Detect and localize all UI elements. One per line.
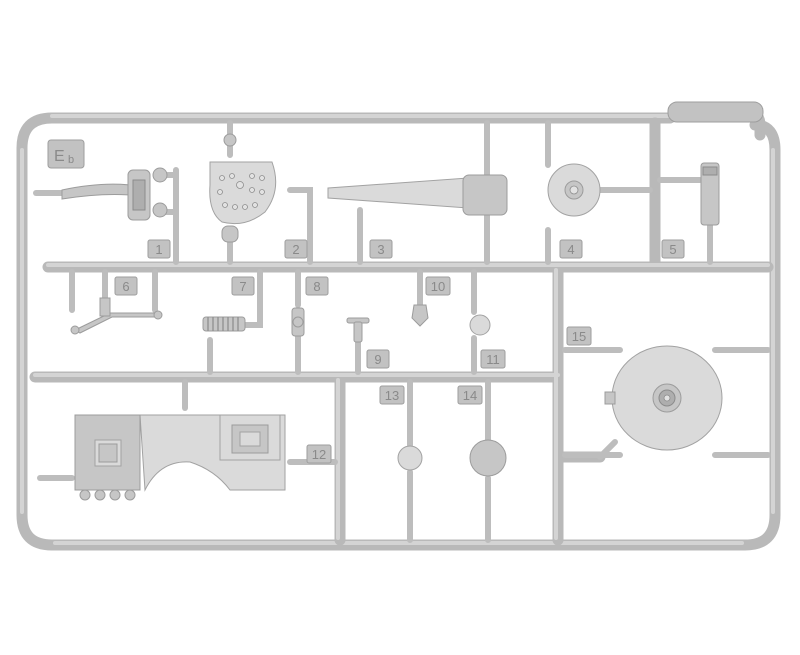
part-number-13: 13 [385,388,399,403]
sprue-code-label: E b [47,139,85,169]
part-13-ball [397,445,423,471]
part-number-2: 2 [292,242,299,257]
sprue-gates [33,120,771,543]
part-3-horn [327,174,508,216]
part-11-knob [469,314,491,336]
part-number-11: 11 [486,352,500,367]
part-number-6: 6 [122,279,129,294]
sprue-code-suffix: b [68,154,74,166]
part-number-8: 8 [313,279,320,294]
part-9-tap [346,317,370,343]
part-5-cylinder [700,162,720,226]
part-10-nozzle [411,304,429,327]
part-number-1: 1 [155,242,162,257]
part-number-7: 7 [239,279,246,294]
part-number-9: 9 [374,352,381,367]
sprue-outer-frame [16,101,781,551]
part-number-tags: 1 2 3 4 5 6 7 8 9 10 11 12 13 14 15 [114,239,685,464]
part-number-15: 15 [572,329,586,344]
part-number-5: 5 [669,242,676,257]
part-2-seat [209,133,277,243]
part-4-dome [547,163,601,217]
part-number-10: 10 [431,279,445,294]
part-8-valve [291,307,305,337]
part-12-plate [74,414,286,501]
part-14-ball [469,439,507,477]
part-number-3: 3 [377,242,384,257]
corner-tab [667,101,764,123]
part-6-bracket [70,297,163,335]
part-1-lever [61,167,168,221]
sprue-code-letter: E [54,148,65,165]
part-15-tank [604,345,723,451]
part-number-4: 4 [567,242,574,257]
part-number-14: 14 [463,388,477,403]
part-7-spring [202,316,246,332]
part-number-12: 12 [312,447,326,462]
